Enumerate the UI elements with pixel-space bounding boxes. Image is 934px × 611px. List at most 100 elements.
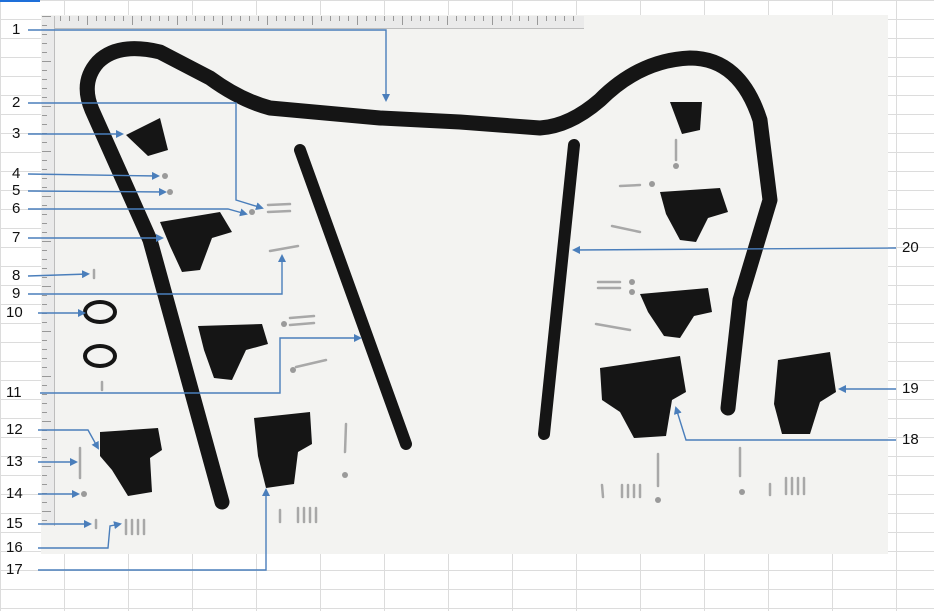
ruler-tick [42, 241, 51, 242]
ruler-tick [42, 205, 47, 206]
ruler-tick [501, 16, 502, 21]
ruler-tick [393, 16, 394, 21]
callout-label-8: 8 [12, 267, 21, 284]
ruler-tick [258, 16, 259, 21]
ruler-tick [42, 43, 47, 44]
ruler-tick [42, 52, 47, 53]
ruler-tick [42, 340, 47, 341]
callout-label-19: 19 [902, 380, 919, 397]
callout-label-4: 4 [12, 165, 21, 182]
ruler-tick [42, 268, 47, 269]
part-12-base-mount [100, 428, 162, 496]
ruler-tick [42, 25, 47, 26]
part-10-clamp [83, 300, 117, 368]
ruler-tick [42, 151, 51, 152]
ruler-tick [42, 376, 51, 377]
ruler-tick [510, 16, 511, 21]
ruler-tick [240, 16, 241, 21]
ruler-tick [78, 16, 79, 21]
part-1-main-frame [79, 41, 778, 510]
part-7-t-bracket [160, 188, 728, 380]
callout-label-12: 12 [6, 421, 23, 438]
ruler-tick [42, 448, 47, 449]
callout-label-7: 7 [12, 229, 21, 246]
callout-label-15: 15 [6, 515, 23, 532]
ruler-tick [42, 115, 47, 116]
ruler-tick [42, 295, 47, 296]
ruler-tick [42, 61, 51, 62]
ruler-tick [321, 16, 322, 21]
ruler-tick [42, 322, 47, 323]
ruler-tick [384, 16, 385, 21]
ruler-tick [375, 16, 376, 21]
ruler-tick [519, 16, 520, 21]
ruler-tick [429, 16, 430, 21]
callout-label-10: 10 [6, 304, 23, 321]
callout-label-1: 1 [12, 21, 21, 38]
ruler-tick [42, 106, 51, 107]
ruler-tick [267, 16, 268, 25]
callout-label-14: 14 [6, 485, 23, 502]
ruler-tick [141, 16, 142, 21]
part-20-long-tube [538, 139, 580, 440]
ruler-tick [456, 16, 457, 21]
callout-label-16: 16 [6, 539, 23, 556]
ruler-tick [177, 16, 178, 25]
callout-label-11: 11 [6, 384, 22, 401]
ruler-tick [42, 16, 51, 17]
callout-label-2: 2 [12, 94, 21, 111]
ruler-tick [42, 187, 47, 188]
ruler-tick [159, 16, 160, 21]
ruler-tick [339, 16, 340, 21]
ruler-tick [42, 214, 47, 215]
part-11-long-tube [294, 144, 412, 450]
ruler-vertical [42, 16, 55, 526]
ruler-tick [186, 16, 187, 21]
ruler-tick [42, 79, 47, 80]
ruler-tick [123, 16, 124, 21]
ruler-tick [312, 16, 313, 25]
ruler-tick [204, 16, 205, 21]
part-18-base-mount [600, 356, 686, 438]
ruler-tick [573, 16, 574, 21]
ruler-tick [42, 70, 47, 71]
ruler-tick [42, 34, 47, 35]
ruler-tick [42, 511, 51, 512]
ruler-tick [42, 403, 47, 404]
ruler-tick [42, 232, 47, 233]
ruler-tick [447, 16, 448, 25]
ruler-tick [366, 16, 367, 21]
ruler-tick [42, 97, 47, 98]
ruler-tick [105, 16, 106, 21]
ruler-tick [276, 16, 277, 21]
ruler-tick [303, 16, 304, 21]
ruler-tick [546, 16, 547, 21]
ruler-tick [411, 16, 412, 21]
ruler-tick [492, 16, 493, 25]
ruler-tick [87, 16, 88, 25]
ruler-tick [474, 16, 475, 21]
ruler-tick [402, 16, 403, 25]
ruler-tick [231, 16, 232, 21]
ruler-tick [42, 502, 47, 503]
callout-label-9: 9 [12, 285, 21, 302]
ruler-tick [60, 16, 61, 21]
ruler-tick [42, 412, 47, 413]
ruler-tick [537, 16, 538, 25]
ruler-tick [42, 196, 51, 197]
ruler-tick [42, 439, 47, 440]
ruler-tick [42, 484, 47, 485]
callout-leaders [27, 29, 897, 571]
ruler-tick [330, 16, 331, 21]
selected-cell-marker [0, 0, 40, 2]
part-17-base-mount [254, 412, 312, 488]
ruler-tick [222, 16, 223, 25]
ruler-tick [96, 16, 97, 21]
ruler-tick [168, 16, 169, 21]
callout-label-6: 6 [12, 200, 21, 217]
ruler-tick [438, 16, 439, 21]
ruler-tick [42, 169, 47, 170]
ruler-tick [294, 16, 295, 21]
ruler-tick [42, 277, 47, 278]
ruler-horizontal [42, 16, 584, 29]
